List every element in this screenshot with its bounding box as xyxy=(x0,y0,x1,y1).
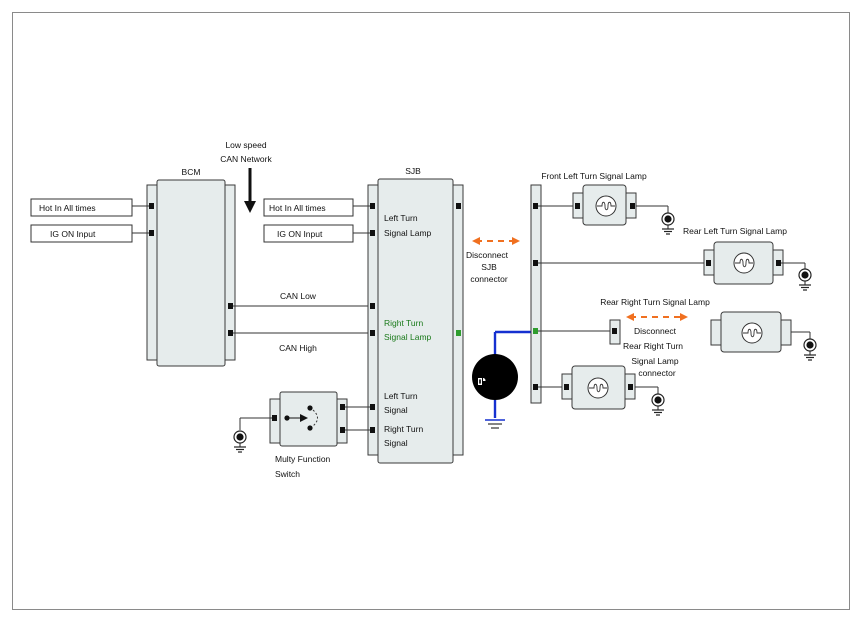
lamp-bulb-icon xyxy=(587,377,609,399)
sjb-hot-input-label: Hot In All times xyxy=(269,203,326,213)
bcm-ig-input-label: IG ON Input xyxy=(50,229,96,239)
front-left-lamp xyxy=(572,184,637,226)
sjb-left-turn-signal-label-1: Left Turn xyxy=(384,391,418,401)
sjb-module: SJB xyxy=(367,166,464,464)
switch-label-2: Switch xyxy=(275,469,300,479)
disconnect-sjb-label-3: connector xyxy=(470,274,507,284)
can-low-label: CAN Low xyxy=(280,291,317,301)
meter-icon xyxy=(472,354,518,400)
sjb-right-turn-pin xyxy=(456,330,461,336)
multi-function-switch xyxy=(269,391,348,447)
front-left-lamp-label: Front Left Turn Signal Lamp xyxy=(541,171,647,181)
double-arrow-icon xyxy=(626,313,688,321)
rear-right-lamp xyxy=(710,311,792,353)
disconnect-rear-right-label-3: Signal Lamp xyxy=(631,356,679,366)
switch-label-1: Multy Function xyxy=(275,454,331,464)
disconnect-rear-right-label-4: connector xyxy=(638,368,675,378)
sjb-left-turn-lamp-label-1: Left Turn xyxy=(384,213,418,223)
lamp-bulb-icon xyxy=(733,252,755,274)
bcm-title: BCM xyxy=(182,167,201,177)
sjb-right-turn-lamp-label-1: Right Turn xyxy=(384,318,423,328)
sjb-right-turn-signal-label-1: Right Turn xyxy=(384,424,423,434)
sjb-ig-input-label: IG ON Input xyxy=(277,229,323,239)
ground-icon xyxy=(485,419,505,429)
bcm-hot-input-label: Hot In All times xyxy=(39,203,96,213)
sjb-right-turn-lamp-label-2: Signal Lamp xyxy=(384,332,432,342)
can-network-label-1: Low speed xyxy=(225,140,266,150)
disconnect-sjb-label-1: Disconnect xyxy=(466,250,509,260)
rear-left-lamp-label: Rear Left Turn Signal Lamp xyxy=(683,226,787,236)
front-right-lamp xyxy=(561,365,636,410)
double-arrow-icon xyxy=(472,237,520,245)
rear-right-lamp-label: Rear Right Turn Signal Lamp xyxy=(600,297,710,307)
disconnect-rear-right-label-2: Rear Right Turn xyxy=(623,341,683,351)
bcm-module: BCM xyxy=(146,167,236,367)
sjb-left-turn-lamp-label-2: Signal Lamp xyxy=(384,228,432,238)
sjb-right-turn-signal-label-2: Signal xyxy=(384,438,408,448)
rear-left-lamp xyxy=(703,241,784,285)
splice-bus xyxy=(530,184,542,404)
can-network-label-2: CAN Network xyxy=(220,154,272,164)
can-high-label: CAN High xyxy=(279,343,317,353)
sjb-title: SJB xyxy=(405,166,421,176)
arrow-down-icon xyxy=(244,168,256,213)
bus-highlight-pin xyxy=(533,328,538,334)
sjb-left-turn-signal-label-2: Signal xyxy=(384,405,408,415)
lamp-bulb-icon xyxy=(741,322,763,344)
lamp-bulb-icon xyxy=(595,195,617,217)
disconnect-rear-right-label-1: Disconnect xyxy=(634,326,677,336)
disconnect-sjb-label-2: SJB xyxy=(481,262,497,272)
